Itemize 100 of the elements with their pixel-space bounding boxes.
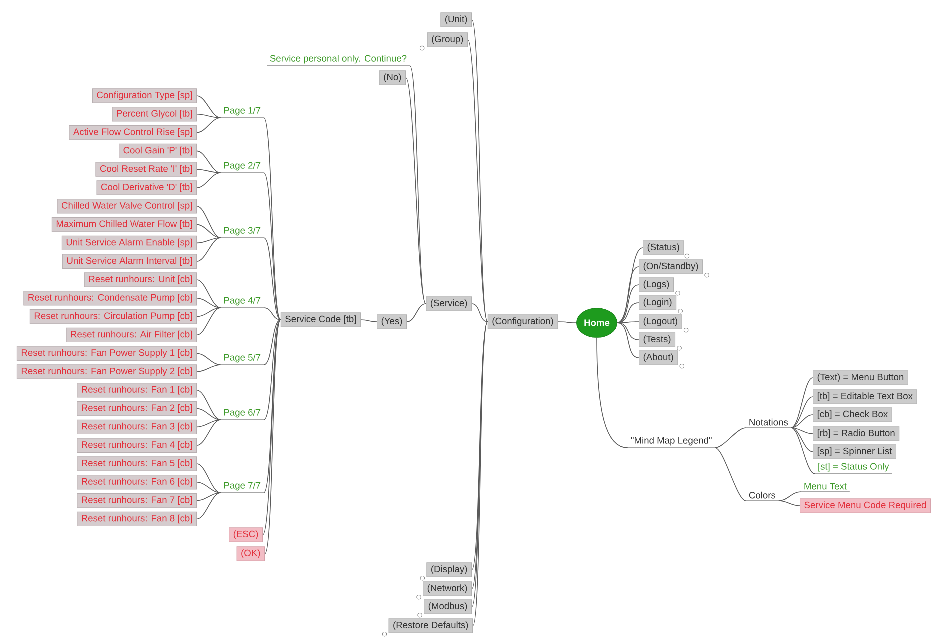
connector-line — [196, 238, 222, 262]
setting-box: Unit Service Alarm Enable [sp] — [62, 236, 197, 251]
menu-button-box: (On/Standby) — [639, 260, 704, 274]
connector-line — [196, 238, 222, 244]
connector-line — [262, 320, 282, 536]
connector-line — [778, 492, 802, 502]
setting-box: Reset runhours: Fan Power Supply 1 [cb] — [16, 346, 197, 361]
menu-text: [st] = Status Only — [814, 463, 893, 474]
setting-box: Reset runhours: Condensate Pump [cb] — [24, 291, 197, 306]
menu-button-box: (Restore Defaults) — [388, 618, 474, 634]
setting-box: Active Flow Control Rise [sp] — [69, 125, 197, 140]
menu-button-box: (Status) — [643, 240, 684, 256]
menu-button-box: (Yes) — [377, 314, 407, 330]
setting-box: Percent Glycol [tb] — [112, 107, 197, 122]
setting-box: Reset runhours: Fan 1 [cb] — [77, 383, 197, 398]
setting-box: Reset runhours: Circulation Pump [cb] — [30, 309, 197, 324]
setting-box: Cool Derivative 'D' [tb] — [96, 180, 197, 196]
setting-box: Reset runhours: Air Filter [cb] — [66, 328, 197, 343]
menu-button-box: (Service) — [426, 296, 472, 312]
connector-line — [617, 302, 640, 324]
setting-box: Chilled Water Valve Control [sp] — [57, 199, 197, 214]
menu-button-box: (Unit) — [440, 12, 472, 28]
menu-button-box: (Configuration) — [488, 314, 558, 330]
setting-box: Unit Service Alarm Interval [tb] — [62, 254, 197, 269]
connector-line — [558, 322, 577, 324]
menu-text: Page 5/7 — [220, 354, 264, 366]
menu-button-box: Service Code [tb] — [280, 312, 361, 328]
connector-line — [790, 428, 816, 474]
connector-line — [196, 390, 222, 420]
connector-line — [790, 428, 814, 452]
menu-button-box: (Tests) — [639, 332, 676, 348]
connector-line — [617, 322, 640, 358]
connector-line — [714, 428, 746, 448]
branch-label: Colors — [746, 492, 780, 502]
setting-box: Configuration Type [sp] — [92, 88, 197, 104]
menu-button-box: (Network) — [423, 582, 472, 596]
menu-text: Service personal only. Continue? — [266, 55, 410, 66]
setting-box: Reset runhours: Fan 3 [cb] — [77, 420, 197, 435]
menu-button-box: (Display) — [426, 562, 472, 578]
connector-line — [596, 338, 628, 448]
setting-box: Cool Reset Rate 'I' [tb] — [96, 162, 197, 177]
connector-line — [196, 464, 222, 494]
menu-button-box: [rb] = Radio Button — [813, 426, 900, 442]
setting-box: Reset runhours: Fan 5 [cb] — [77, 456, 197, 472]
connector-line — [406, 304, 427, 322]
menu-button-box: [tb] = Editable Text Box — [813, 390, 918, 404]
connector-line — [196, 492, 222, 520]
menu-button-box: (Logs) — [639, 278, 674, 292]
connector-line — [264, 308, 282, 320]
setting-box: Reset runhours: Fan 2 [cb] — [77, 401, 197, 416]
connector-line — [196, 308, 222, 318]
connector-line — [264, 320, 282, 554]
connector-line — [196, 364, 222, 372]
connector-line — [790, 414, 814, 428]
menu-text: Page 6/7 — [220, 409, 264, 420]
connector-line — [472, 304, 488, 322]
setting-box: (ESC) — [229, 528, 263, 542]
menu-button-box: [sp] = Spinner List — [813, 444, 897, 460]
menu-button-box: (Login) — [639, 296, 677, 310]
connector-line — [196, 280, 222, 308]
branch-label: Notations — [746, 418, 792, 428]
connector-line — [196, 420, 222, 428]
setting-box: Cool Gain 'P' [tb] — [119, 144, 197, 159]
menu-text: Menu Text — [800, 483, 850, 492]
connector-line — [617, 248, 644, 324]
connector-line — [196, 118, 222, 134]
connector-line — [790, 396, 814, 428]
connector-line — [617, 266, 640, 324]
connector-line — [196, 420, 222, 446]
connector-line — [778, 500, 800, 506]
connector-line — [264, 320, 282, 366]
menu-text: Page 2/7 — [220, 162, 264, 174]
connector-line — [196, 172, 222, 188]
setting-box: Maximum Chilled Water Flow [tb] — [52, 217, 197, 232]
connector-line — [264, 320, 282, 420]
connector-line — [196, 353, 222, 366]
setting-box: Reset runhours: Fan 6 [cb] — [77, 475, 197, 490]
menu-button-box: (No) — [379, 70, 406, 86]
setting-box: (OK) — [236, 546, 266, 562]
setting-box: Reset runhours: Fan 4 [cb] — [77, 438, 197, 453]
connector-line — [360, 320, 378, 322]
menu-button-box: (Modbus) — [424, 600, 472, 614]
connector-line — [196, 298, 222, 308]
menu-button-box: (Logout) — [639, 314, 682, 330]
connector-line — [196, 408, 222, 420]
connector-line — [196, 308, 222, 336]
connector-line — [196, 482, 222, 494]
connector-line — [264, 172, 282, 320]
connector-line — [196, 114, 222, 118]
connector-line — [196, 96, 222, 118]
branch-label: "Mind Map Legend" — [628, 437, 716, 448]
menu-text: Page 4/7 — [220, 297, 264, 308]
menu-text: Page 7/7 — [220, 482, 264, 494]
connector-line — [196, 492, 222, 502]
setting-box: Reset runhours: Fan Power Supply 2 [cb] — [16, 364, 197, 380]
menu-button-box: (About) — [639, 350, 678, 366]
menu-text: Page 3/7 — [220, 227, 264, 238]
menu-button-box: (Text) = Menu Button — [813, 370, 908, 386]
setting-box: Reset runhours: Unit [cb] — [84, 272, 197, 288]
connector-line — [196, 150, 222, 174]
